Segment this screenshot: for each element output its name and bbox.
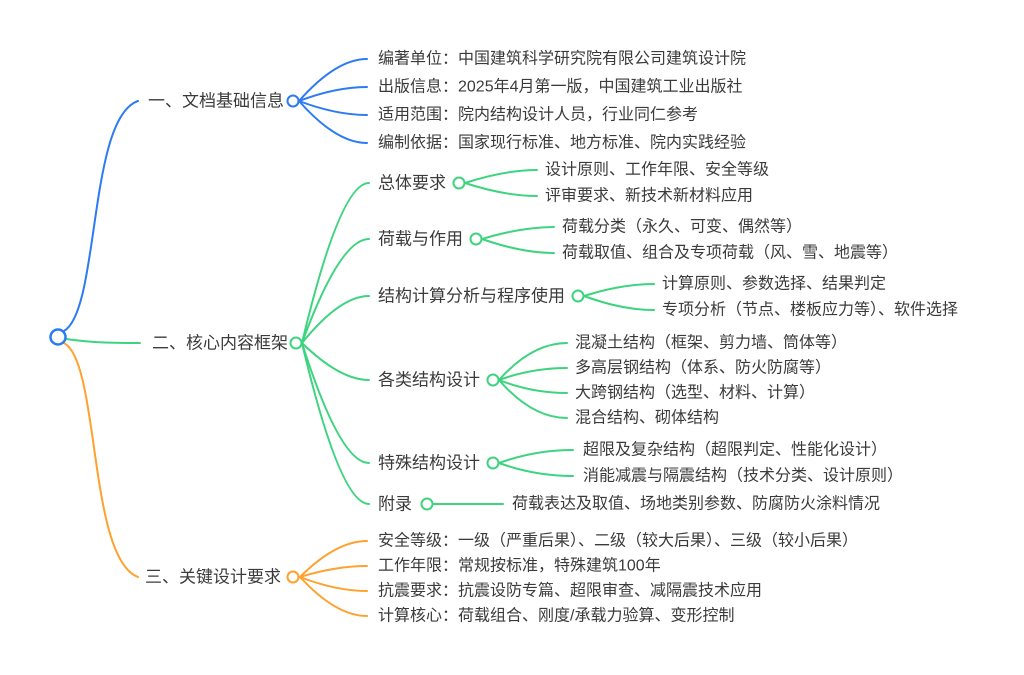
branch1-node-toggle[interactable]	[286, 94, 300, 108]
topic0-node-toggle[interactable]	[452, 176, 466, 190]
leaf-special-analysis[interactable]: 专项分析（节点、楼板应力等）、软件选择	[662, 300, 958, 319]
edge-topic4-leaf1	[498, 462, 574, 477]
leaf-damping-isolation[interactable]: 消能减震与隔震结构（技术分类、设计原则）	[583, 467, 903, 485]
branch-key-requirements-label[interactable]: 三、关键设计要求	[145, 568, 281, 587]
edge-branch3-child0	[299, 540, 368, 578]
edge-branch2-topic4	[301, 342, 370, 464]
edge-topic2-leaf0	[583, 283, 655, 297]
leaf-long-span-steel[interactable]: 大跨钢结构（选型、材料、计算）	[575, 383, 815, 402]
edge-topic1-leaf0	[481, 226, 555, 240]
leaf-appendix-content[interactable]: 荷载表达及取值、场地类别参数、防腐防火涂料情况	[512, 495, 880, 513]
leaf-calculation-core[interactable]: 计算核心：荷载组合、刚度/承载力验算、变形控制	[378, 606, 734, 625]
branch-core-content-label[interactable]: 二、核心内容框架	[152, 334, 288, 353]
edge-topic0-leaf1	[464, 182, 538, 197]
leaf-basis[interactable]: 编制依据：国家现行标准、地方标准、院内实践经验	[378, 134, 746, 152]
leaf-review-requirements[interactable]: 评审要求、新技术新材料应用	[545, 186, 753, 205]
edge-topic0-leaf0	[464, 169, 538, 184]
edge-branch1-child3	[298, 100, 368, 144]
leaf-load-values[interactable]: 荷载取值、组合及专项荷载（风、雪、地震等）	[562, 244, 898, 262]
leaf-over-limit-structures[interactable]: 超限及复杂结构（超限判定、性能化设计）	[583, 441, 887, 459]
edge-branch2-topic5	[301, 342, 370, 505]
edge-branch2-topic2	[301, 295, 370, 344]
topic5-node-toggle[interactable]	[420, 497, 434, 511]
leaf-scope[interactable]: 适用范围：院内结构设计人员，行业同仁参考	[378, 106, 698, 124]
leaf-mixed-masonry[interactable]: 混合结构、砌体结构	[575, 409, 719, 427]
edge-branch1-child2	[298, 100, 368, 116]
edge-topic2-leaf1	[583, 295, 655, 311]
leaf-publish-info[interactable]: 出版信息：2025年4月第一版，中国建筑工业出版社	[378, 78, 743, 96]
edge-topic3-leaf1	[498, 367, 568, 381]
root-node-toggle[interactable]	[49, 328, 67, 346]
topic-special-structures-label[interactable]: 特殊结构设计	[378, 454, 480, 473]
edge-root-branch1	[63, 100, 139, 332]
leaf-working-life[interactable]: 工作年限：常规按标准，特殊建筑100年	[378, 557, 661, 575]
branch2-node-toggle[interactable]	[289, 336, 303, 350]
edge-topic3-leaf2	[498, 379, 568, 394]
leaf-concrete-structure[interactable]: 混凝土结构（框架、剪力墙、筒体等）	[575, 334, 847, 352]
topic3-node-toggle[interactable]	[486, 373, 500, 387]
leaf-author-unit[interactable]: 编著单位：中国建筑科学研究院有限公司建筑设计院	[378, 50, 746, 68]
edge-branch2-topic3	[301, 342, 370, 381]
edge-topic3-leaf0	[498, 342, 568, 381]
edge-branch2-topic1	[301, 238, 370, 344]
edge-branch2-topic0	[301, 182, 370, 344]
edge-root-branch3	[63, 342, 139, 578]
topic-structural-analysis-label[interactable]: 结构计算分析与程序使用	[378, 286, 565, 306]
edge-topic3-leaf3	[498, 379, 568, 419]
edge-branch3-child2	[299, 576, 368, 592]
leaf-steel-structure[interactable]: 多高层钢结构（体系、防火防腐等）	[575, 359, 831, 377]
topic-structure-types-label[interactable]: 各类结构设计	[378, 371, 480, 390]
leaf-load-classification[interactable]: 荷载分类（永久、可变、偶然等）	[562, 218, 802, 236]
edge-root-branch2	[65, 338, 141, 344]
leaf-safety-grade[interactable]: 安全等级：一级（严重后果）、二级（较大后果）、三级（较小后果）	[378, 532, 858, 550]
topic2-node-toggle[interactable]	[571, 289, 585, 303]
leaf-calculation-principles[interactable]: 计算原则、参数选择、结果判定	[662, 274, 886, 293]
edge-topic4-leaf0	[498, 449, 574, 464]
branch-doc-info-label[interactable]: 一、文档基础信息	[148, 92, 284, 111]
topic1-node-toggle[interactable]	[469, 232, 483, 246]
edge-branch3-child1	[299, 565, 368, 578]
leaf-seismic-requirements[interactable]: 抗震要求：抗震设防专篇、超限审查、减隔震技术应用	[378, 581, 762, 600]
edge-topic1-leaf1	[481, 238, 555, 254]
topic4-node-toggle[interactable]	[486, 456, 500, 470]
branch3-node-toggle[interactable]	[286, 570, 300, 584]
topic-appendix-label[interactable]: 附录	[378, 495, 412, 514]
edge-branch1-child1	[298, 86, 368, 102]
edge-branch1-child0	[298, 58, 368, 102]
leaf-design-principles[interactable]: 设计原则、工作年限、安全等级	[545, 161, 769, 179]
topic-loads-actions-label[interactable]: 荷载与作用	[378, 230, 463, 249]
edge-branch3-child3	[299, 576, 368, 617]
topic-general-requirements-label[interactable]: 总体要求	[378, 174, 446, 193]
